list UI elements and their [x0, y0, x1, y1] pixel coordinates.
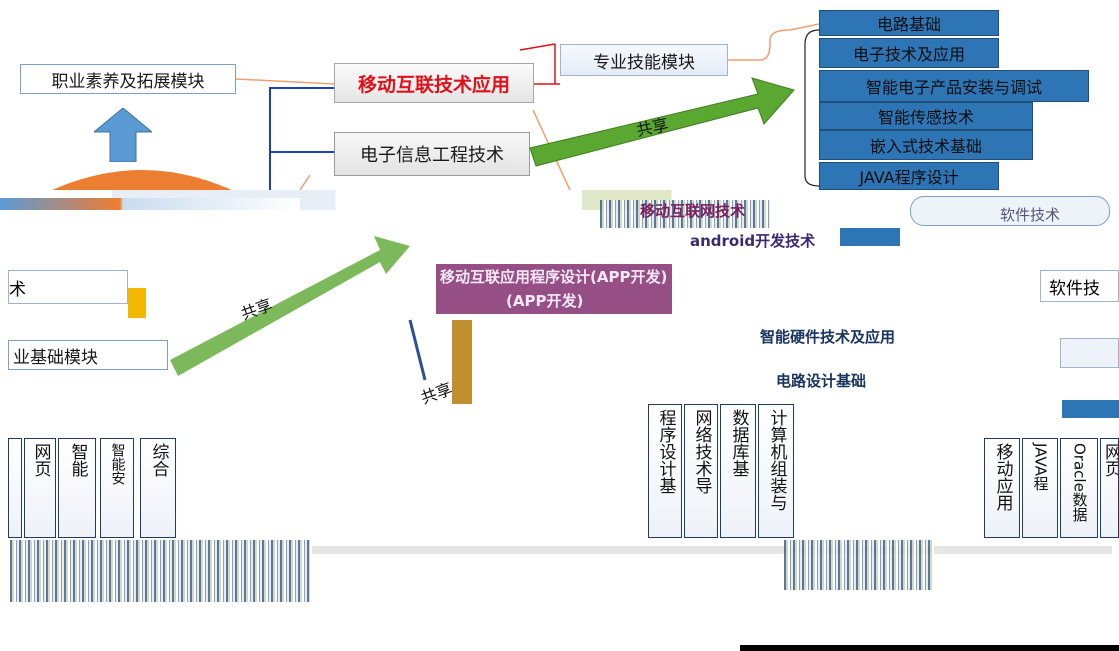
- glitch-right-blue: [1062, 400, 1119, 418]
- module-left-cut: 术: [8, 270, 128, 304]
- garbled-right-label: 软件技术: [1000, 206, 1061, 224]
- garbled-android: android开发技术: [690, 232, 816, 250]
- course-column-label: 数据库基: [728, 409, 749, 477]
- glitch-yellow: [128, 288, 146, 318]
- module-mobile-internet-label: 移动互联技术应用: [357, 73, 510, 96]
- skill-label: 电路基础: [876, 15, 941, 34]
- course-column: JAVA程: [1022, 438, 1058, 538]
- skill-item: 嵌入式技术基础: [819, 130, 1033, 160]
- course-column-cut: [8, 438, 22, 538]
- course-column: 网络技术导: [684, 404, 718, 538]
- course-column-label: 智能安: [109, 443, 126, 485]
- course-column-label: 网页: [1101, 443, 1119, 477]
- module-professional-quality-label: 职业素养及拓展模块: [51, 71, 205, 92]
- bottom-noise-right: [784, 540, 934, 590]
- module-professional-skill: 专业技能模块: [560, 44, 728, 76]
- course-column-label: 程序设计基: [655, 409, 676, 494]
- module-software-cut: 软件技: [1040, 270, 1119, 302]
- glitch-bar: [452, 320, 472, 404]
- glitch-noise: [600, 200, 770, 228]
- garbled-title: 移动互联网技术: [640, 202, 746, 220]
- garbled-right-line: 智能硬件技术及应用: [760, 328, 896, 346]
- skill-item: 电路基础: [819, 10, 999, 36]
- share-arrow-icon: [529, 77, 795, 167]
- module-professional-skill-label: 专业技能模块: [593, 52, 695, 73]
- course-column: 综合: [140, 438, 176, 538]
- course-column: 网页: [1100, 438, 1119, 538]
- course-column-label: 网页: [30, 443, 51, 477]
- skill-item: JAVA程序设计: [819, 162, 999, 190]
- course-column-label: Oracle数据: [1070, 443, 1089, 522]
- module-professional-basic: 业基础模块: [8, 340, 168, 370]
- garbled-center-title: 移动互联应用程序设计(APP开发): [440, 268, 668, 286]
- bottom-black-bar: [740, 645, 1119, 651]
- course-column-label: JAVA程: [1031, 443, 1050, 492]
- module-professional-quality: 职业素养及拓展模块: [20, 64, 236, 94]
- bottom-noise-left: [10, 540, 310, 602]
- course-column-label: 综合: [148, 443, 169, 477]
- glitch-right-box: [1060, 338, 1119, 368]
- course-column: 智能安: [100, 438, 134, 538]
- garbled-right-group: 智能硬件技术及应用 电路设计基础: [700, 316, 1040, 408]
- course-column-label: 移动应用: [992, 443, 1013, 511]
- module-professional-basic-label: 业基础模块: [13, 347, 98, 368]
- garbled-right-line: 电路设计基础: [776, 372, 867, 390]
- course-column: 计算机组装与: [758, 404, 794, 538]
- course-column: 智能: [58, 438, 96, 538]
- course-column-label: 网络技术导: [691, 409, 712, 494]
- module-electronic-info-label: 电子信息工程技术: [360, 145, 504, 166]
- course-column-label: 智能: [67, 443, 88, 477]
- module-software-label: 软件技: [1049, 278, 1100, 299]
- up-arrow-icon: [94, 108, 152, 162]
- skill-label: 电子技术及应用: [852, 45, 965, 64]
- skill-label: 智能传感技术: [877, 108, 974, 127]
- glitch-strip: [0, 198, 300, 210]
- bottom-divider: [312, 546, 1112, 554]
- glitch-pill: [910, 196, 1110, 226]
- glitch-block: [840, 228, 900, 246]
- skill-item: 智能电子产品安装与调试: [819, 70, 1089, 102]
- module-left-cut-label: 术: [9, 279, 26, 300]
- module-electronic-info: 电子信息工程技术: [334, 132, 530, 176]
- share-arrow-glitch: [170, 236, 427, 381]
- skill-item: 智能传感技术: [819, 102, 1033, 130]
- course-column-label: 计算机组装与: [766, 409, 787, 511]
- skill-label: 嵌入式技术基础: [869, 137, 982, 156]
- course-column: 程序设计基: [648, 404, 682, 538]
- skill-label: JAVA程序设计: [859, 168, 959, 187]
- course-column: Oracle数据: [1060, 438, 1098, 538]
- course-column: 移动应用: [984, 438, 1020, 538]
- course-column: 数据库基: [720, 404, 756, 538]
- course-column: 网页: [24, 438, 56, 538]
- skill-item: 电子技术及应用: [819, 38, 999, 68]
- module-mobile-internet: 移动互联技术应用: [334, 63, 534, 103]
- skill-label: 智能电子产品安装与调试: [865, 78, 1042, 97]
- garbled-center-sub: (APP开发): [506, 292, 584, 310]
- glitch-center-block: [436, 264, 672, 314]
